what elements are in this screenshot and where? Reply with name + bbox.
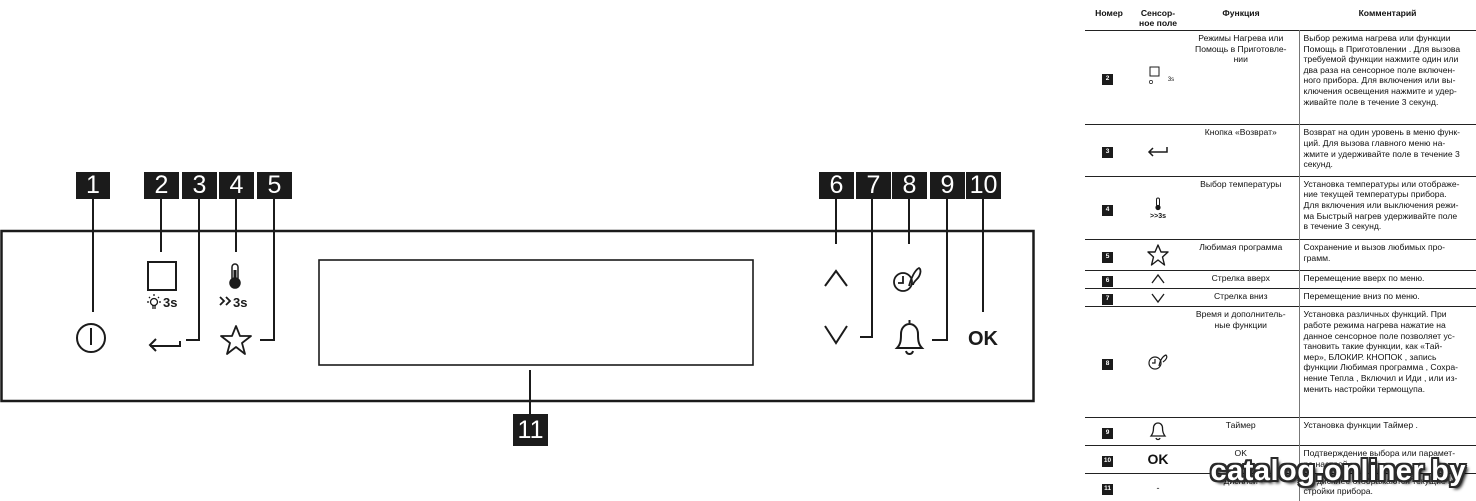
- row-number: 5: [1085, 239, 1133, 271]
- table-body: 2 3s Режимы Нагрева или Помощь в Приготовл…: [1085, 29, 1476, 501]
- light-3s-label: 3s: [163, 295, 177, 310]
- icon-3s-text: 3s: [1167, 77, 1175, 84]
- row-function: Стрелка вниз: [1183, 288, 1300, 307]
- power-icon: [76, 323, 106, 353]
- back-arrow-icon: [1145, 143, 1171, 160]
- callout-3: 3: [182, 172, 217, 199]
- table-header-row: Номер Сенсор- ное поле Функция Комментар…: [1085, 0, 1476, 31]
- header-sensor-field: Сенсор- ное поле: [1139, 8, 1177, 28]
- row-sensor-icon: [1133, 239, 1183, 271]
- table-row: 2 3s Режимы Нагрева или Помощь в Приготовл…: [1085, 29, 1476, 125]
- row-comment: Перемещение вниз по меню.: [1299, 288, 1476, 307]
- arrow-up-icon: [1150, 273, 1166, 288]
- row-number: 4: [1085, 175, 1133, 240]
- row-sensor-icon: 3s: [1133, 29, 1183, 125]
- star-icon: [220, 325, 252, 355]
- row-number: 10: [1085, 444, 1133, 474]
- clock-options-icon: [893, 266, 922, 292]
- row-number: 8: [1085, 306, 1133, 418]
- icon-3s-text: >>3s: [1150, 213, 1166, 221]
- row-number: 11: [1085, 472, 1133, 501]
- callout-11: 11: [513, 414, 548, 446]
- row-sensor-icon: [1133, 288, 1183, 307]
- row-function: Режимы Нагрева или Помощь в Приготовле- …: [1183, 29, 1300, 125]
- back-arrow-icon: [148, 338, 181, 352]
- row-sensor-icon: >>3s: [1133, 175, 1183, 240]
- clock-options-icon: [1147, 352, 1169, 375]
- watermark: catalog.onliner.by: [1210, 455, 1466, 487]
- star-icon: [1146, 243, 1170, 270]
- ok-label: OK: [968, 328, 999, 350]
- row-comment: Установка температуры или отображе- ние …: [1299, 175, 1476, 240]
- row-function: Дисплей: [1183, 472, 1300, 501]
- light-icon: [147, 294, 161, 309]
- ok-text: OK: [1147, 451, 1169, 468]
- row-comment: Возврат на один уровень в меню функ- ций…: [1299, 124, 1476, 177]
- header-number: Номер: [1095, 8, 1123, 18]
- thermometer-icon: [229, 263, 241, 289]
- callout-8: 8: [892, 172, 927, 199]
- row-comment: Установка функции Таймер .: [1299, 417, 1476, 446]
- arrow-up-icon: [824, 269, 848, 287]
- header-function: Функция: [1222, 8, 1260, 18]
- row-function: Таймер: [1183, 417, 1300, 446]
- callout-4: 4: [219, 172, 254, 199]
- header-comment: Комментарий: [1358, 8, 1417, 18]
- control-panel-diagram: 3s 3s OK: [0, 198, 1035, 414]
- row-function: Выбор температуры: [1183, 175, 1300, 240]
- row-comment: Перемещение вверх по меню.: [1299, 270, 1476, 289]
- row-number: 2: [1085, 29, 1133, 125]
- callout-9: 9: [930, 172, 965, 199]
- row-comment: Подтверждение выбора или парамет- ра нас…: [1299, 444, 1476, 474]
- row-sensor-icon: [1133, 417, 1183, 446]
- row-function: Кнопка «Возврат»: [1183, 124, 1300, 177]
- table-row: 3 Кнопка «Возврат»Возврат на один уровень…: [1085, 124, 1476, 177]
- display-window: [318, 259, 754, 366]
- callout-1: 1: [76, 172, 110, 199]
- row-function: Любимая программа: [1183, 239, 1300, 271]
- row-comment: Сохранение и вызов любимых про- грамм.: [1299, 239, 1476, 271]
- square-mode-icon: [147, 261, 177, 291]
- row-number: 6: [1085, 270, 1133, 289]
- callout-10: 10: [966, 172, 1001, 199]
- callout-5: 5: [257, 172, 292, 199]
- row-function: OK: [1183, 444, 1300, 474]
- fast-heat-3s-label: 3s: [233, 295, 247, 310]
- controls-reference-table: Номер Сенсор- ное поле Функция Комментар…: [1085, 0, 1476, 501]
- row-sensor-icon: [1133, 124, 1183, 177]
- fast-heat-icon: [219, 296, 232, 306]
- row-function: Время и дополнитель- ные функции: [1183, 306, 1300, 418]
- row-function: Стрелка вверх: [1183, 270, 1300, 289]
- row-sensor-icon: OK: [1133, 444, 1183, 474]
- row-number: 9: [1085, 417, 1133, 446]
- bell-icon: [1149, 421, 1167, 444]
- row-sensor-icon: [1133, 270, 1183, 289]
- callout-2: 2: [144, 172, 179, 199]
- row-number: 7: [1085, 288, 1133, 307]
- row-sensor-icon: [1133, 306, 1183, 418]
- square-light-3s-icon: [1145, 65, 1165, 90]
- thermometer-icon: [1153, 197, 1163, 214]
- callout-leader-lines: [92, 198, 984, 414]
- callout-6: 6: [819, 172, 854, 199]
- row-comment: Установка различных функций. При работе …: [1299, 306, 1476, 418]
- row-comment: На дисплее отображаются текущие на- стро…: [1299, 472, 1476, 501]
- arrow-down-icon: [1150, 292, 1166, 307]
- row-comment: Выбор режима нагрева или функции Помощь …: [1299, 29, 1476, 125]
- bell-icon: [894, 320, 925, 355]
- row-sensor-icon: -: [1133, 472, 1183, 501]
- callout-7: 7: [856, 172, 891, 199]
- dash-text: -: [1156, 483, 1160, 494]
- control-panel-frame: [0, 229, 1035, 403]
- arrow-down-icon: [824, 325, 848, 345]
- row-number: 3: [1085, 124, 1133, 177]
